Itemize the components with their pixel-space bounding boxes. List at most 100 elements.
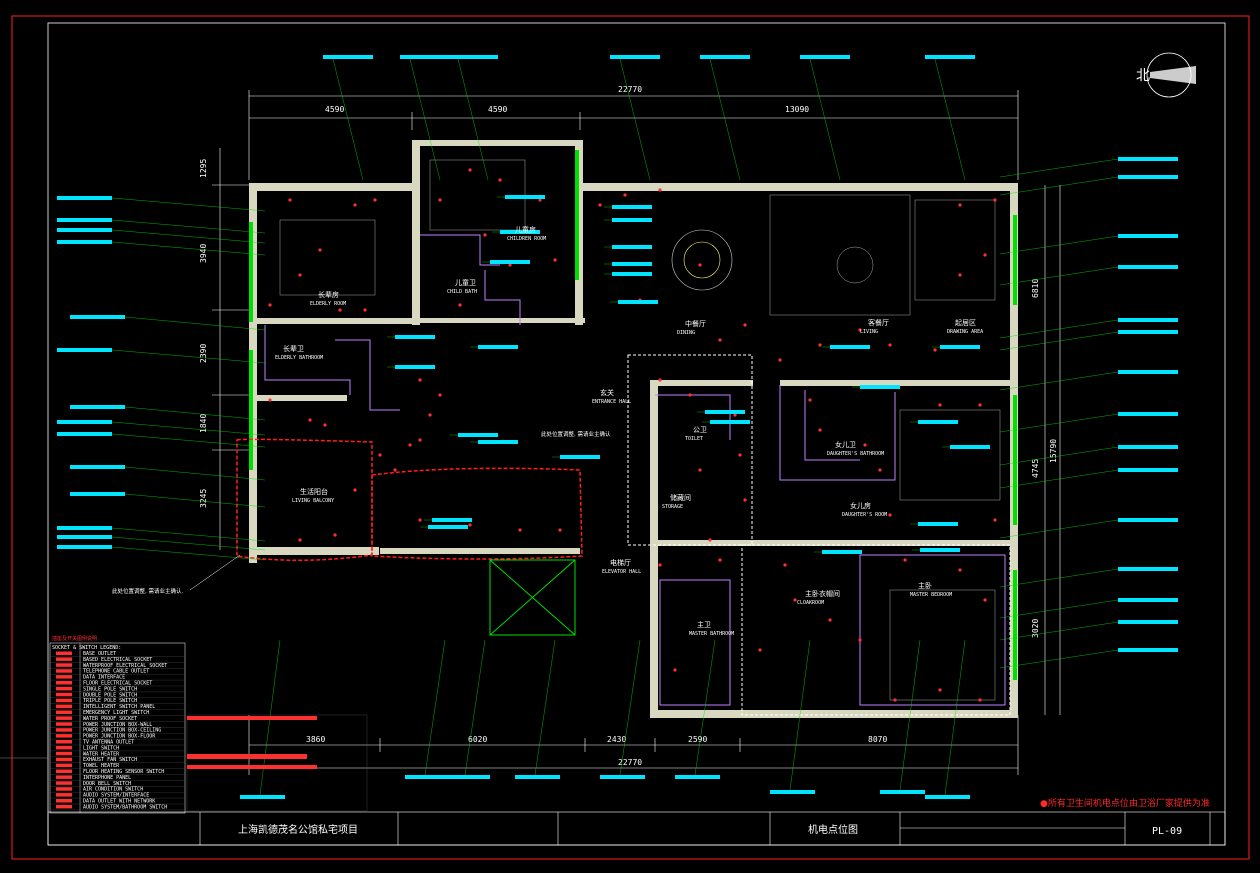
legend-item: WATER PROOF SOCKET: [83, 716, 137, 722]
legend-item: DOOR BELL SWITCH: [83, 781, 131, 787]
leader-line: [999, 176, 1119, 196]
legend-symbol: [56, 716, 72, 720]
leader-line: [409, 58, 441, 181]
room-label-cn: 女儿卫: [835, 440, 856, 449]
legend-symbol: [56, 710, 72, 714]
leader-tag: [822, 550, 862, 554]
leader-tag: [448, 55, 498, 59]
leader-tag: [1118, 518, 1178, 522]
leader-line: [124, 493, 266, 508]
room-label-en: TOILET: [685, 436, 703, 442]
socket-point: [438, 393, 442, 397]
leader-tag: [925, 795, 970, 799]
leader-line: [111, 349, 266, 364]
dim-left-4: 1840: [199, 414, 208, 433]
legend-item: LIGHT SWITCH: [83, 745, 119, 751]
room-label-en: MASTER BEDROOM: [910, 592, 952, 598]
leader-tag: [860, 385, 900, 389]
dim-bottom-seg-5: 8070: [868, 735, 887, 744]
leader-tag: [1118, 468, 1178, 472]
sheet-border: [11, 15, 1250, 860]
leader-line: [934, 58, 966, 181]
leader-line: [464, 639, 486, 776]
leader-line: [619, 639, 641, 776]
socket-point: [333, 533, 337, 537]
socket-point: [698, 468, 702, 472]
leader-tag: [57, 240, 112, 244]
socket-point: [818, 343, 822, 347]
legend-item: WATERPROOF ELECTRICAL SOCKET: [83, 663, 167, 669]
legend-item: DOUBLE POLE SWITCH: [83, 692, 137, 698]
leader-tag: [57, 348, 112, 352]
leader-tag: [478, 440, 518, 444]
legend-symbol: [56, 692, 72, 697]
socket-point: [428, 413, 432, 417]
dim-left-3: 2390: [199, 344, 208, 363]
room-label-en: DRAWING AREA: [947, 329, 983, 335]
socket-point: [978, 403, 982, 407]
room-label-cn: 起居区: [955, 319, 976, 327]
leader-tag: [918, 522, 958, 526]
socket-point: [518, 528, 522, 532]
socket-point: [818, 428, 822, 432]
socket-point: [983, 253, 987, 257]
socket-point: [418, 438, 422, 442]
leader-line: [124, 406, 266, 421]
north-label: 北: [1136, 68, 1150, 84]
socket-point: [508, 263, 512, 267]
sheet-number: PL-09: [1152, 826, 1182, 837]
leader-tag: [612, 205, 652, 209]
legend-symbol: [56, 734, 72, 738]
dim-top-seg-1: 4590: [325, 105, 344, 114]
elevator-shaft: [489, 559, 576, 636]
revision-clouds: [236, 438, 583, 561]
socket-point: [673, 668, 677, 672]
socket-point: [373, 198, 377, 202]
socket-point: [893, 698, 897, 702]
legend-item: TRIPLE POLE SWITCH: [83, 698, 137, 704]
room-label-en: LIVING BALCONY: [292, 498, 334, 504]
socket-point: [688, 393, 692, 397]
leader-tag: [400, 55, 450, 59]
dim-right-1: 6810: [1031, 279, 1040, 298]
leader-tag: [1118, 648, 1178, 652]
leader-line: [944, 639, 966, 796]
leader-tag: [950, 445, 990, 449]
legend-symbol: [56, 704, 72, 709]
leader-tag: [610, 55, 660, 59]
room-label-cn: 公卫: [693, 426, 707, 434]
socket-point: [828, 618, 832, 622]
north-arrow: 北: [1136, 52, 1196, 98]
leader-line: [999, 266, 1119, 286]
leader-line: [619, 58, 651, 181]
leader-line: [111, 229, 266, 244]
legend-item: AIR CONDITION SWITCH: [83, 787, 143, 793]
legend-symbol: [56, 681, 72, 685]
socket-point: [958, 568, 962, 572]
legend-item: FLOOR HEATING SENSOR SWITCH: [83, 769, 164, 775]
socket-point: [308, 418, 312, 422]
socket-point: [938, 688, 942, 692]
inner-border: [47, 22, 1226, 846]
room-label-cn: 主卧衣帽间: [805, 589, 840, 598]
legend-table: 插座及开关图例说明 SOCKET & SWITCH LEGEND: BASE O…: [49, 635, 186, 814]
legend-item: SINGLE POLE SWITCH: [83, 686, 137, 692]
socket-point: [903, 558, 907, 562]
room-label-en: CLOAKROOM: [797, 600, 824, 606]
legend-symbol: [56, 698, 72, 703]
socket-point: [458, 303, 462, 307]
legend-symbol: [56, 651, 72, 655]
legend-symbol: [56, 745, 72, 750]
room-label-en: CHILDREN ROOM: [507, 236, 546, 242]
leader-tag: [1118, 620, 1178, 624]
leader-tag: [1118, 445, 1178, 449]
socket-point: [298, 273, 302, 277]
leader-tag: [675, 775, 720, 779]
leader-tag: [395, 365, 435, 369]
socket-point: [658, 563, 662, 567]
bathroom-note: ●所有卫生间机电点位由卫浴厂家提供为准: [1040, 797, 1210, 809]
legend-header-en: SOCKET & SWITCH LEGEND:: [52, 645, 121, 651]
socket-point: [483, 233, 487, 237]
legend-item: BASE OUTLET: [83, 651, 116, 657]
leader-tag: [1118, 175, 1178, 179]
